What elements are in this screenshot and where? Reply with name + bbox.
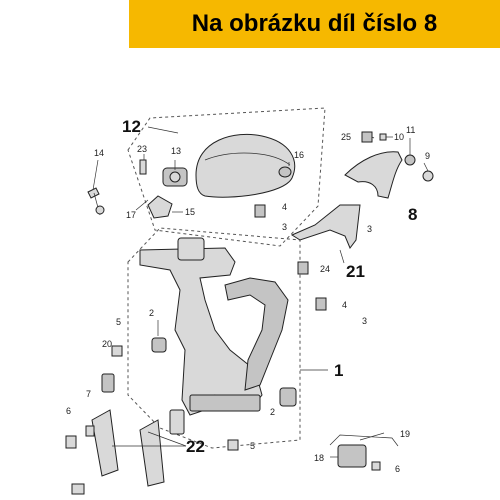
callout-25: 25 bbox=[341, 132, 351, 142]
frame-stand-mount bbox=[169, 409, 185, 435]
callout-3-upper: 3 bbox=[282, 222, 287, 232]
callout-24: 24 bbox=[320, 264, 330, 274]
seat-group-outline bbox=[127, 107, 326, 247]
plate-22-left bbox=[91, 409, 119, 477]
plate-22-right bbox=[139, 419, 165, 487]
callout-10: 10 bbox=[394, 132, 404, 142]
mount-2-lower bbox=[279, 387, 297, 407]
bolt-14 bbox=[87, 187, 100, 199]
rear-bracket-part bbox=[290, 204, 361, 249]
callout-4-lower: 4 bbox=[342, 300, 347, 310]
callout-1: 1 bbox=[334, 361, 343, 380]
nut-5-upper bbox=[111, 345, 123, 357]
carrier-nut-25 bbox=[361, 131, 373, 143]
callout-19: 19 bbox=[400, 429, 410, 439]
latch-bolt-6 bbox=[371, 461, 381, 471]
nut-5-lower bbox=[227, 439, 239, 451]
callout-8: 8 bbox=[408, 205, 417, 224]
bracket-clip-24 bbox=[297, 261, 309, 275]
callout-9: 9 bbox=[425, 151, 430, 161]
callout-2-upper: 2 bbox=[149, 308, 154, 318]
callout-5-lower: 5 bbox=[250, 441, 255, 451]
screw-23 bbox=[139, 159, 147, 175]
callout-7: 7 bbox=[86, 389, 91, 399]
callout-15: 15 bbox=[185, 207, 195, 217]
seat-part bbox=[195, 133, 296, 198]
callout-23: 23 bbox=[137, 144, 147, 154]
latch-assembly-18 bbox=[337, 444, 367, 468]
callout-17: 17 bbox=[126, 210, 136, 220]
carrier-bolt-9 bbox=[422, 170, 434, 182]
rubber-20 bbox=[101, 373, 115, 393]
callout-18: 18 bbox=[314, 453, 324, 463]
bolt-6-left bbox=[65, 435, 77, 449]
callout-3-right: 3 bbox=[367, 224, 372, 234]
callout-5-upper: 5 bbox=[116, 317, 121, 327]
callout-21: 21 bbox=[346, 262, 365, 281]
callout-22: 22 bbox=[186, 437, 205, 456]
latch-bolt bbox=[169, 171, 181, 183]
callout-13: 13 bbox=[171, 146, 181, 156]
callout-14: 14 bbox=[94, 148, 104, 158]
bracket-clip-4 bbox=[254, 204, 266, 218]
washer-14 bbox=[95, 205, 105, 215]
frame-cross-member bbox=[189, 394, 261, 412]
seat-lock-part bbox=[147, 195, 173, 219]
mount-2-upper bbox=[151, 337, 167, 353]
callout-3-lower: 3 bbox=[362, 316, 367, 326]
callout-12: 12 bbox=[122, 117, 141, 136]
bolt-7 bbox=[85, 425, 95, 437]
callout-6-left: 6 bbox=[66, 406, 71, 416]
callout-2-lower: 2 bbox=[270, 407, 275, 417]
callout-4-upper: 4 bbox=[282, 202, 287, 212]
bracket-clip-4b bbox=[315, 297, 327, 311]
callout-20: 20 bbox=[102, 339, 112, 349]
carrier-screw-10 bbox=[379, 133, 387, 141]
callout-16: 16 bbox=[294, 150, 304, 160]
banner-title: Na obrázku díl číslo 8 bbox=[191, 10, 438, 37]
callout-6-right: 6 bbox=[395, 464, 400, 474]
frame-head-tube bbox=[177, 237, 205, 261]
rear-carrier-part bbox=[344, 151, 403, 199]
frame-rear-loop bbox=[224, 277, 289, 391]
carrier-washer-11 bbox=[404, 154, 416, 166]
callout-11: 11 bbox=[406, 125, 415, 135]
title-banner: Na obrázku díl číslo 8 bbox=[129, 0, 500, 48]
seat-bumper-part bbox=[278, 166, 292, 178]
bolt-6-bottom bbox=[71, 483, 85, 495]
